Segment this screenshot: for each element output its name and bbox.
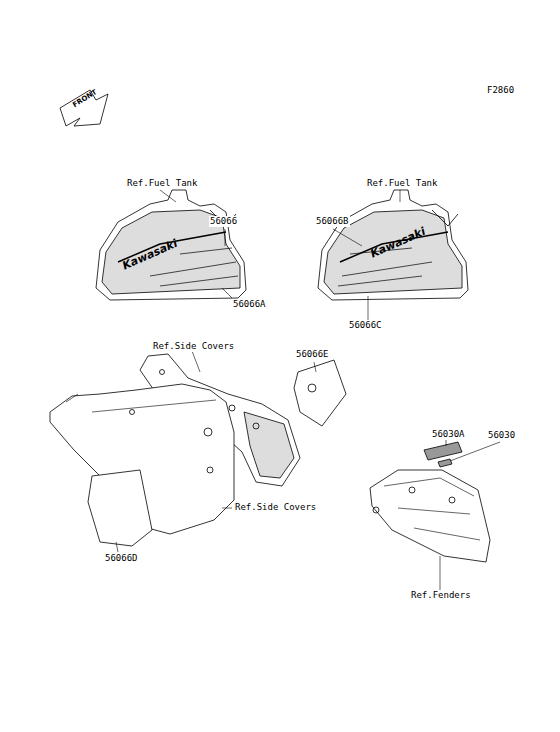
fuel-tank-left	[96, 190, 246, 300]
decal-strip	[424, 442, 462, 467]
fuel-tank-right	[318, 190, 468, 300]
reference-label: Ref.Fenders	[410, 590, 472, 601]
reference-label: Ref.Side Covers	[234, 502, 317, 513]
callout-number: 56066A	[232, 299, 267, 310]
figure-number: F2860	[486, 85, 515, 96]
callout-number: 56030	[487, 430, 516, 441]
callout-number: 56066	[209, 216, 238, 227]
decal-plate-d	[88, 470, 152, 546]
leader-lines	[116, 190, 500, 590]
rear-fender	[370, 470, 490, 562]
reference-label: Ref.Fuel Tank	[366, 178, 438, 189]
callout-number: 56066B	[315, 216, 350, 227]
callout-number: 56030A	[431, 429, 466, 440]
callout-number: 56066C	[348, 320, 383, 331]
reference-label: Ref.Side Covers	[152, 341, 235, 352]
decal-plate-e	[294, 360, 346, 426]
callout-number: 56066E	[295, 349, 330, 360]
callout-number: 56066D	[104, 553, 139, 564]
reference-label: Ref.Fuel Tank	[126, 178, 198, 189]
